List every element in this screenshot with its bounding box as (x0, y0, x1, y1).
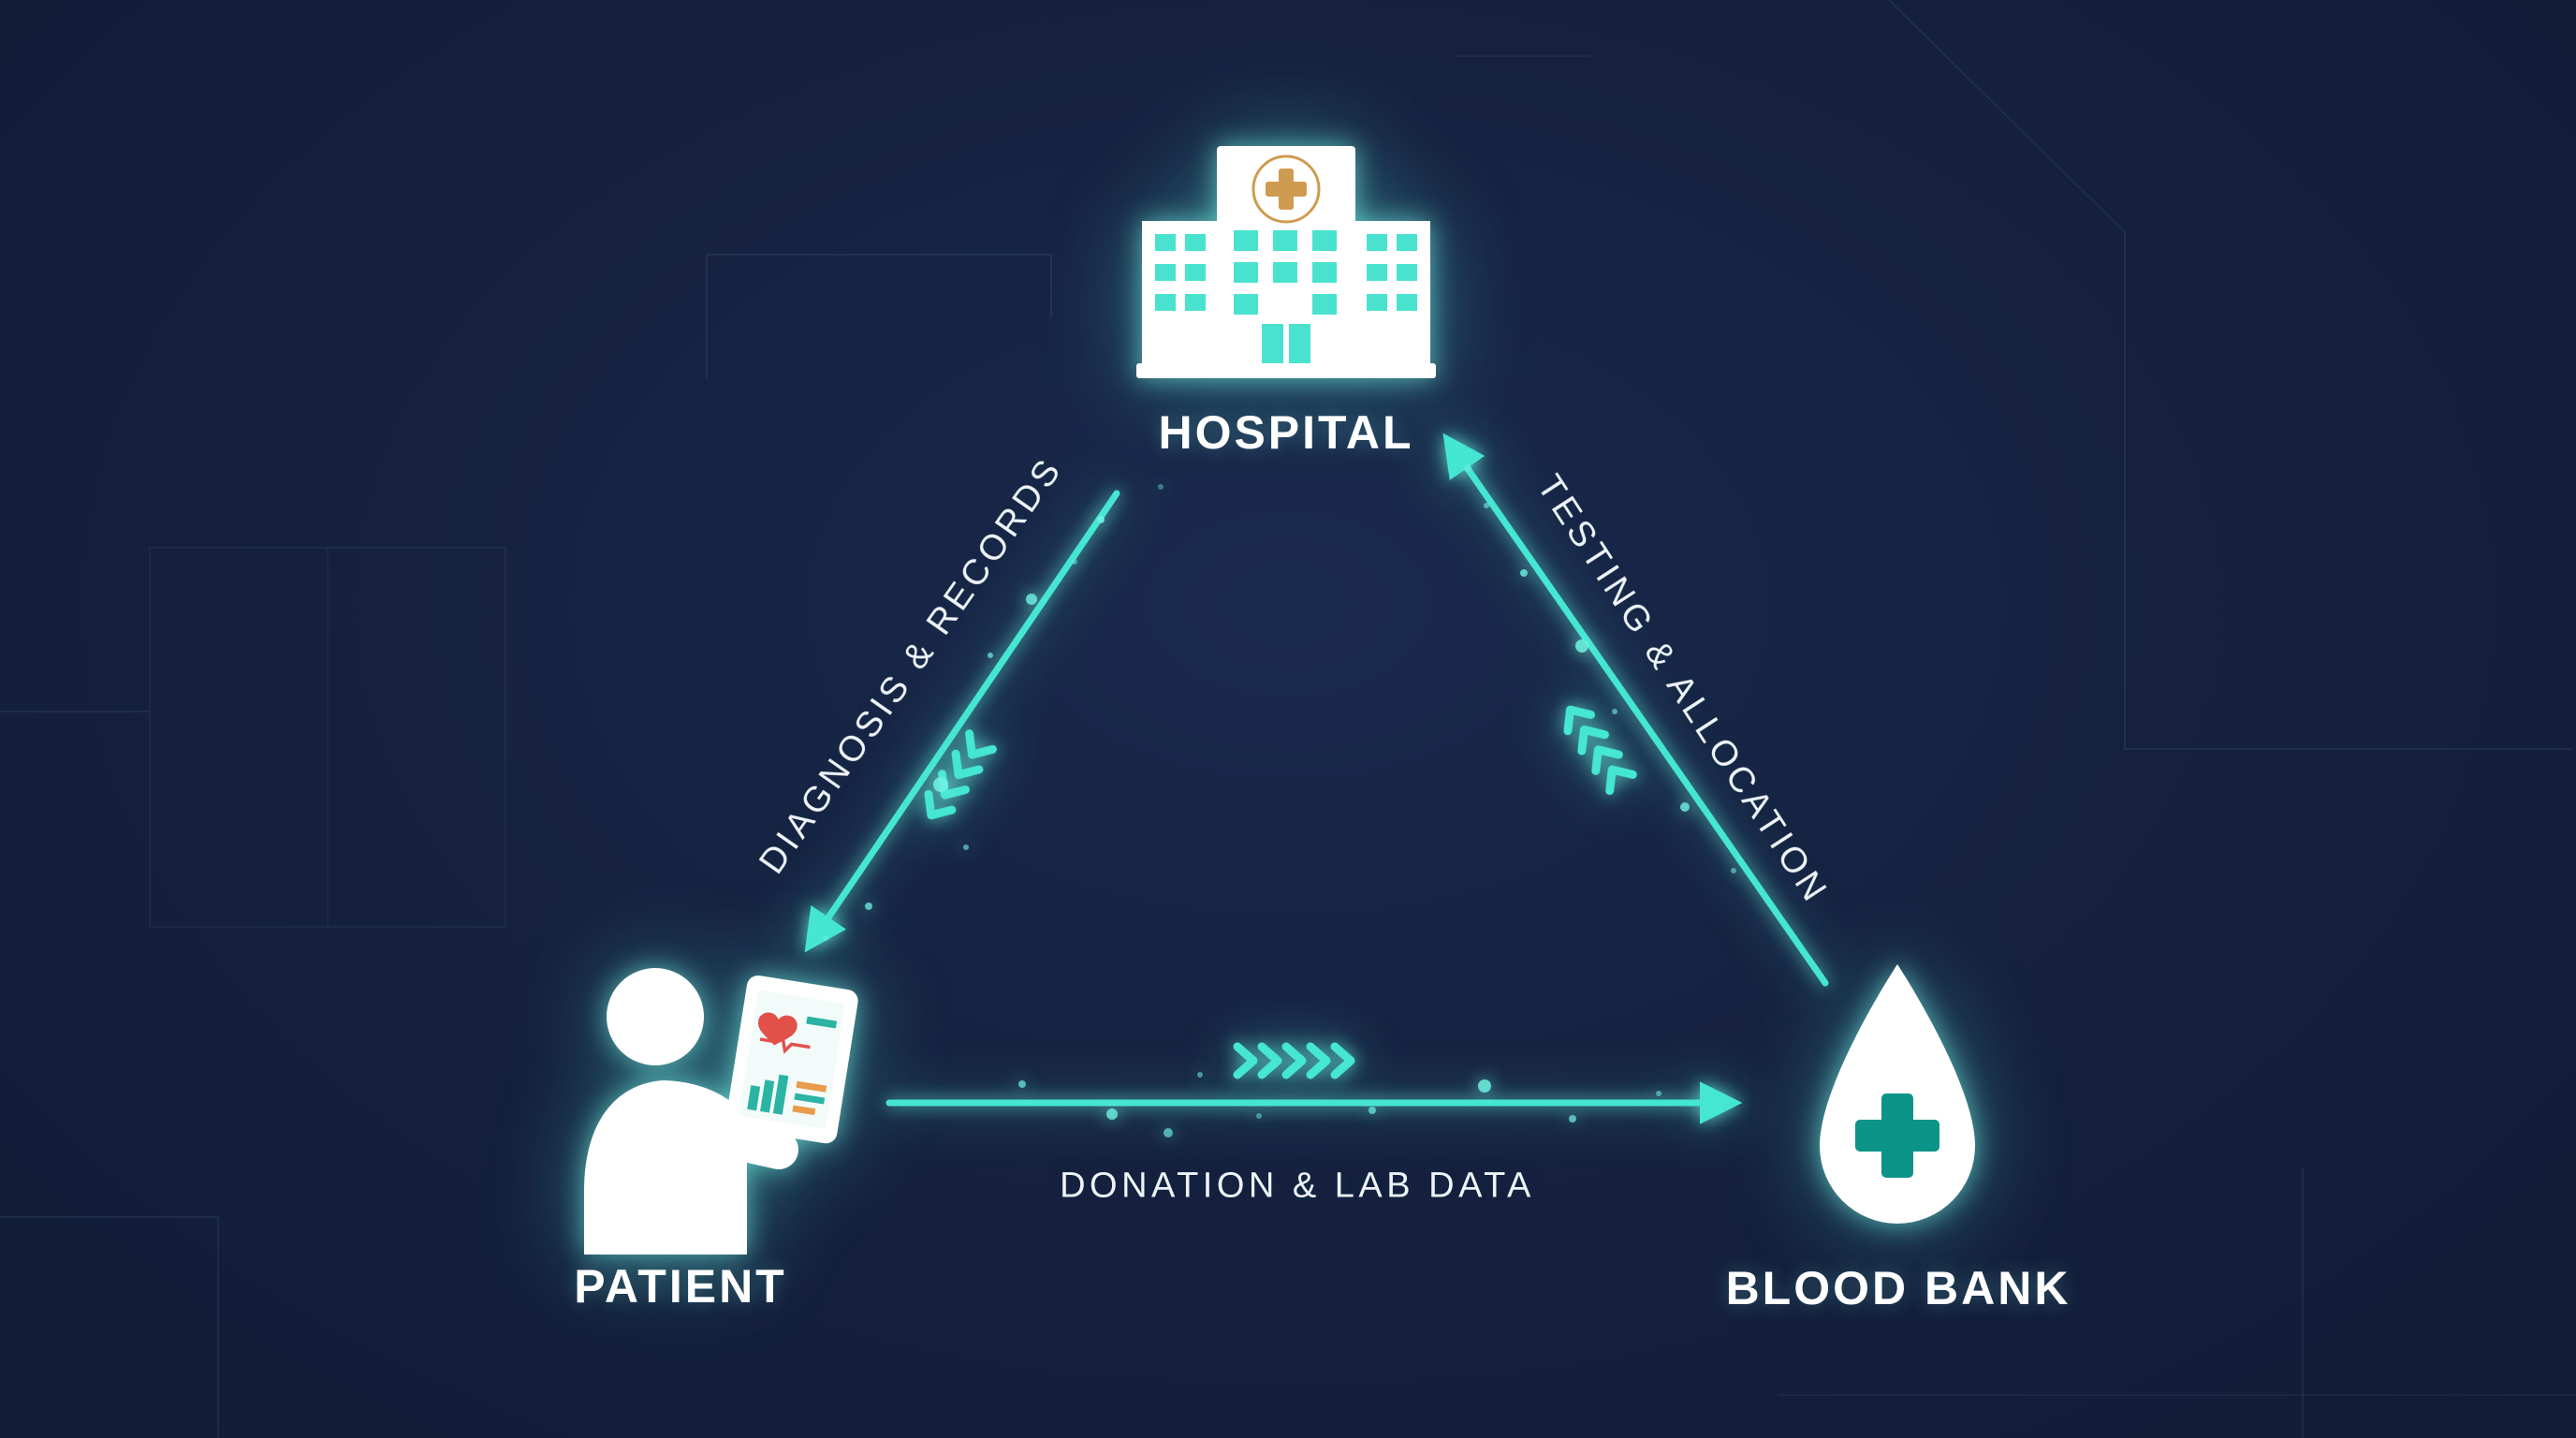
chevrons-donation (1233, 1042, 1355, 1079)
chevrons-testing (1563, 705, 1637, 796)
edge-label-donation-lab-data: DONATION & LAB DATA (1060, 1166, 1535, 1206)
blood-drop-cross-icon (1808, 962, 1986, 1229)
arrow-blood-bank-to-hospital (1442, 433, 1829, 987)
glow-particles (823, 464, 1736, 1137)
hospital-building-icon (1136, 139, 1436, 389)
patient-with-tablet-icon (573, 962, 859, 1255)
blood-bank-label: BLOOD BANK (1725, 1262, 2071, 1314)
patient-label: PATIENT (574, 1260, 787, 1313)
hospital-label: HOSPITAL (1158, 406, 1414, 459)
arrow-hospital-to-patient (804, 490, 1120, 953)
chevrons-diagnosis (924, 729, 997, 820)
